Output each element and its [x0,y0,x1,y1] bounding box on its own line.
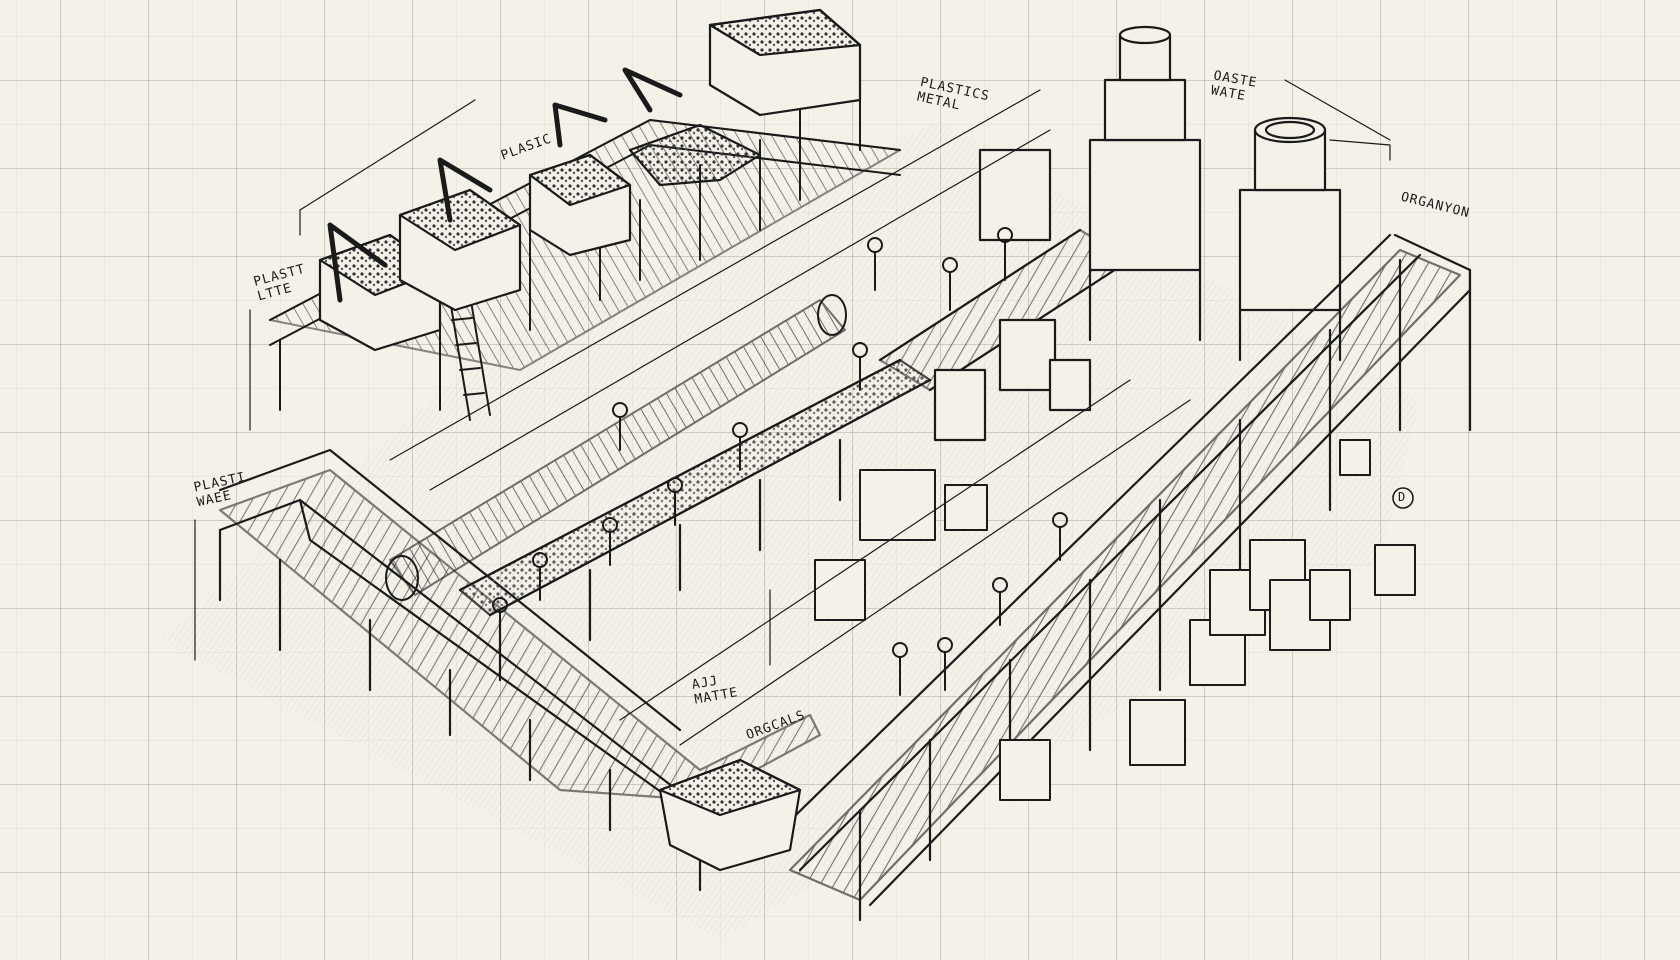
upper-right-conveyor [878,228,1132,392]
collection-bin-bottom [658,758,802,872]
processing-towers [933,25,1342,442]
hopper-3 [528,153,632,257]
marker-d-circle [1392,487,1414,509]
hoppers-top [318,8,862,352]
annotation-lines [194,79,1391,746]
hopper-2 [398,188,522,312]
tower-left [1088,25,1202,342]
tower-right [1238,116,1342,362]
collection-bins [814,439,1416,801]
hopper-4 [628,123,762,187]
label-marker-d: D [1398,490,1407,504]
robotic-arms [327,67,683,303]
cylindrical-drum [385,294,847,601]
workers [492,227,1068,696]
floor-shadow [160,120,1420,940]
compactor-unit [933,148,1092,442]
hopper-5 [708,8,862,117]
l-conveyor [218,448,822,892]
